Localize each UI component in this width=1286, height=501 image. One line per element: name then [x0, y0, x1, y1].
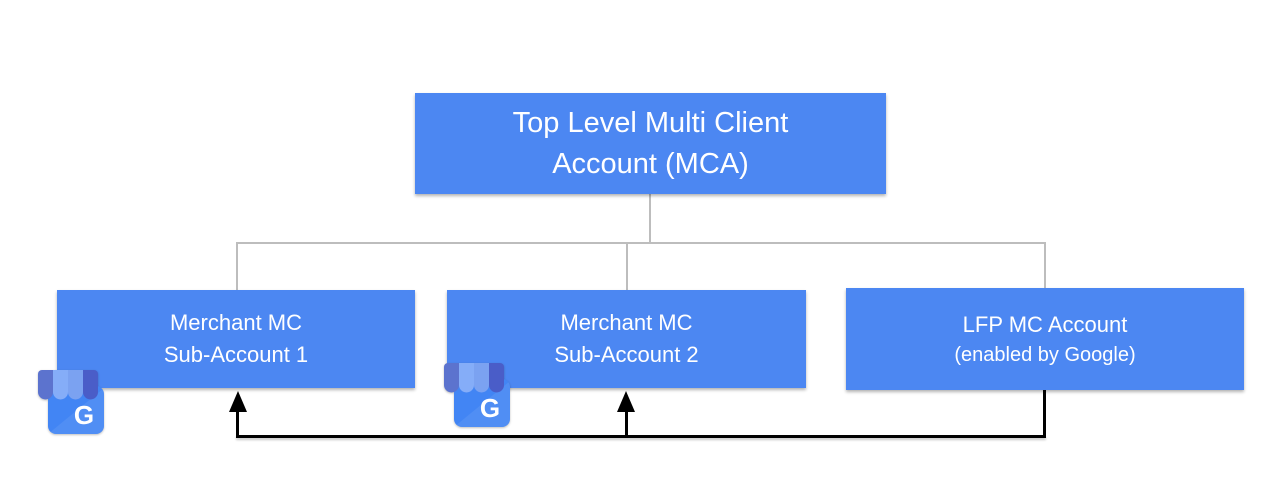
node-top-level-mca: Top Level Multi Client Account (MCA) [415, 93, 886, 194]
feed-line-up-sub2 [625, 410, 628, 438]
node-merchant-sub-account-1-line1: Merchant MC [169, 310, 303, 335]
node-merchant-sub-account-2-line1: Merchant MC [560, 310, 693, 335]
node-merchant-sub-account-2: Merchant MC Sub-Account 2 [447, 290, 806, 388]
node-merchant-sub-account-1: Merchant MC Sub-Account 1 [57, 290, 415, 388]
google-my-business-icon: G [38, 370, 104, 434]
node-merchant-sub-account-2-line2: Sub-Account 2 [554, 342, 699, 367]
google-my-business-icon: G [444, 363, 510, 427]
feed-line-horizontal [236, 435, 1046, 438]
node-lfp-mc-account-line2: (enabled by Google) [954, 343, 1136, 366]
connector-mca-stem [649, 194, 651, 242]
node-top-level-mca-line1: Top Level Multi Client [512, 106, 789, 139]
arrow-up-sub2-icon [617, 391, 635, 412]
feed-line-lfp-down [1043, 390, 1046, 438]
node-top-level-mca-line2: Account (MCA) [552, 147, 749, 180]
google-g-letter: G [480, 393, 500, 423]
connector-drop-lfp [1044, 242, 1046, 288]
connector-drop-sub2 [626, 242, 628, 290]
node-merchant-sub-account-1-line2: Sub-Account 1 [163, 342, 309, 367]
feed-line-up-sub1 [236, 410, 239, 438]
connector-horizontal-rail [236, 242, 1046, 244]
node-lfp-mc-account: LFP MC Account (enabled by Google) [846, 288, 1244, 390]
google-g-letter: G [74, 400, 94, 430]
arrow-up-sub1-icon [229, 391, 247, 412]
connector-drop-sub1 [236, 242, 238, 290]
node-lfp-mc-account-line1: LFP MC Account [962, 311, 1128, 337]
